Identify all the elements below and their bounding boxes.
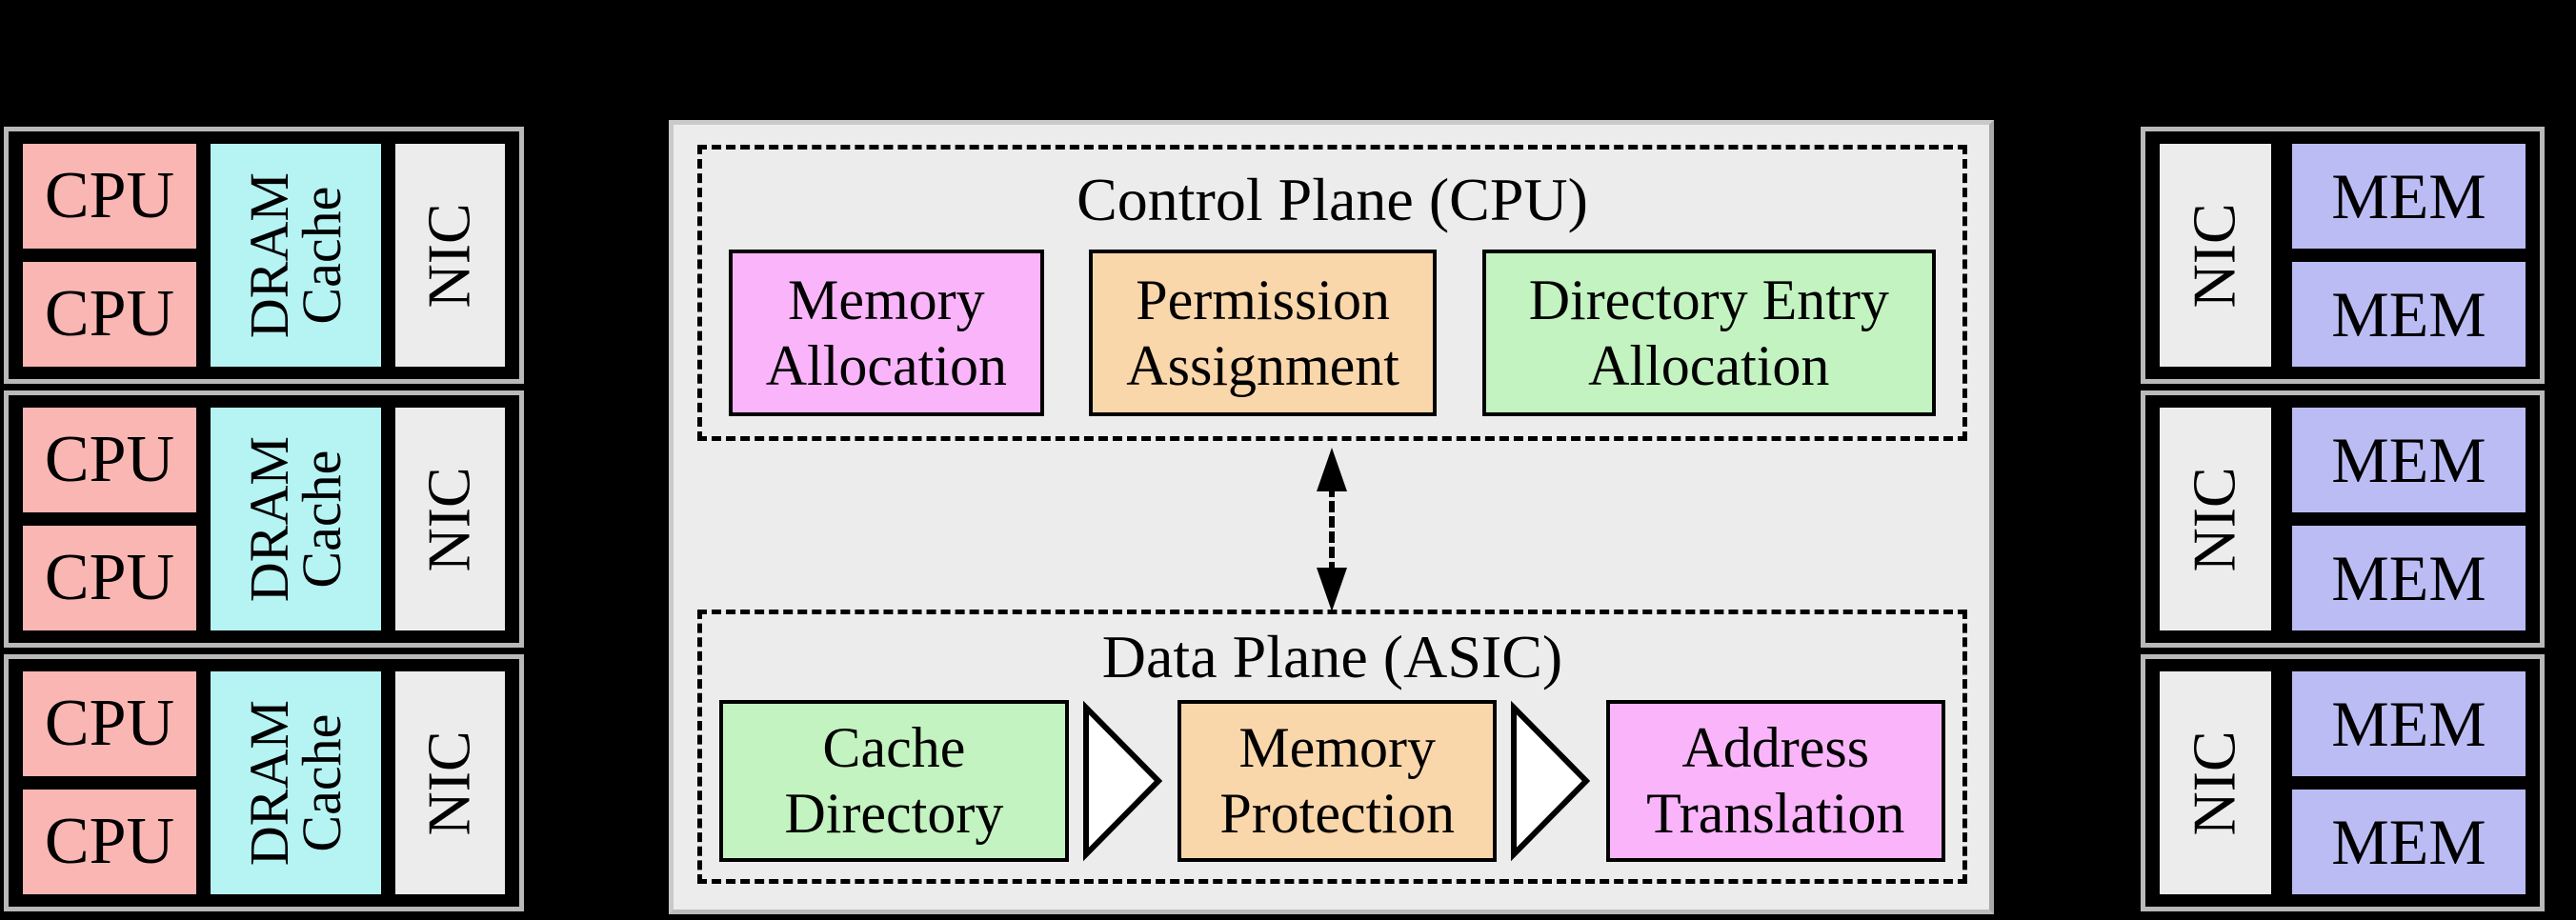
nic-block: NIC xyxy=(395,671,505,894)
control-plane-box: Control Plane (CPU) Memory Allocation Pe… xyxy=(697,145,1967,441)
cpu-block: CPU xyxy=(23,526,196,630)
control-data-link-arrow xyxy=(1316,448,1347,611)
dram-cache-label: DRAM Cache xyxy=(238,699,353,867)
memory-node: NIC MEM MEM xyxy=(2141,390,2545,648)
mem-block: MEM xyxy=(2292,262,2526,367)
nic-block: NIC xyxy=(2160,408,2271,630)
cpu-column: CPU CPU xyxy=(23,671,196,894)
module-directory-entry-allocation: Directory Entry Allocation xyxy=(1481,250,1936,416)
compute-node: CPU CPU DRAM Cache NIC xyxy=(4,390,524,648)
cpu-column: CPU CPU xyxy=(23,408,196,630)
mem-block: MEM xyxy=(2292,408,2526,512)
module-address-translation: Address Translation xyxy=(1605,700,1945,862)
nic-label: NIC xyxy=(415,730,484,836)
nic-block: NIC xyxy=(2160,144,2271,367)
nic-label: NIC xyxy=(415,202,484,309)
nic-block: NIC xyxy=(395,144,505,367)
module-memory-protection: Memory Protection xyxy=(1177,700,1497,862)
compute-node: CPU CPU DRAM Cache NIC xyxy=(4,654,524,911)
nic-label: NIC xyxy=(2181,730,2249,836)
cpu-block: CPU xyxy=(23,144,196,249)
cpu-block: CPU xyxy=(23,262,196,367)
flow-arrow-icon xyxy=(1511,700,1591,862)
mem-block: MEM xyxy=(2292,526,2526,630)
flow-arrow-icon xyxy=(1083,700,1163,862)
cpu-column: CPU CPU xyxy=(23,144,196,367)
module-permission-assignment: Permission Assignment xyxy=(1089,250,1438,416)
dram-cache-label: DRAM Cache xyxy=(238,171,353,339)
dram-cache-label: DRAM Cache xyxy=(238,435,353,603)
fabric-panel: Control Plane (CPU) Memory Allocation Pe… xyxy=(669,120,1994,914)
dram-cache-block: DRAM Cache xyxy=(211,408,381,630)
memory-node: NIC MEM MEM xyxy=(2141,654,2545,911)
compute-node: CPU CPU DRAM Cache NIC xyxy=(4,127,524,384)
mem-column: MEM MEM xyxy=(2292,408,2526,630)
mem-block: MEM xyxy=(2292,790,2526,894)
mem-block: MEM xyxy=(2292,671,2526,776)
nic-label: NIC xyxy=(415,466,484,572)
cpu-block: CPU xyxy=(23,790,196,894)
module-memory-allocation: Memory Allocation xyxy=(729,250,1044,416)
data-plane-title: Data Plane (ASIC) xyxy=(1101,623,1563,690)
arrowhead-down-icon xyxy=(1316,568,1347,611)
cpu-block: CPU xyxy=(23,408,196,512)
mem-block: MEM xyxy=(2292,144,2526,249)
memory-node: NIC MEM MEM xyxy=(2141,127,2545,384)
dram-cache-block: DRAM Cache xyxy=(211,144,381,367)
control-plane-title: Control Plane (CPU) xyxy=(1077,166,1588,233)
cpu-block: CPU xyxy=(23,671,196,776)
data-plane-box: Data Plane (ASIC) Cache Directory Memory… xyxy=(697,610,1967,884)
nic-label: NIC xyxy=(2181,202,2249,309)
mem-column: MEM MEM xyxy=(2292,671,2526,894)
nic-block: NIC xyxy=(395,408,505,630)
module-cache-directory: Cache Directory xyxy=(719,700,1069,862)
mem-column: MEM MEM xyxy=(2292,144,2526,367)
dashed-arrow-shaft xyxy=(1328,486,1335,573)
dram-cache-block: DRAM Cache xyxy=(211,671,381,894)
nic-block: NIC xyxy=(2160,671,2271,894)
data-plane-modules: Cache Directory Memory Protection Addres… xyxy=(719,700,1945,862)
nic-label: NIC xyxy=(2181,466,2249,572)
arrowhead-up-icon xyxy=(1316,448,1347,491)
control-plane-modules: Memory Allocation Permission Assignment … xyxy=(729,250,1936,416)
